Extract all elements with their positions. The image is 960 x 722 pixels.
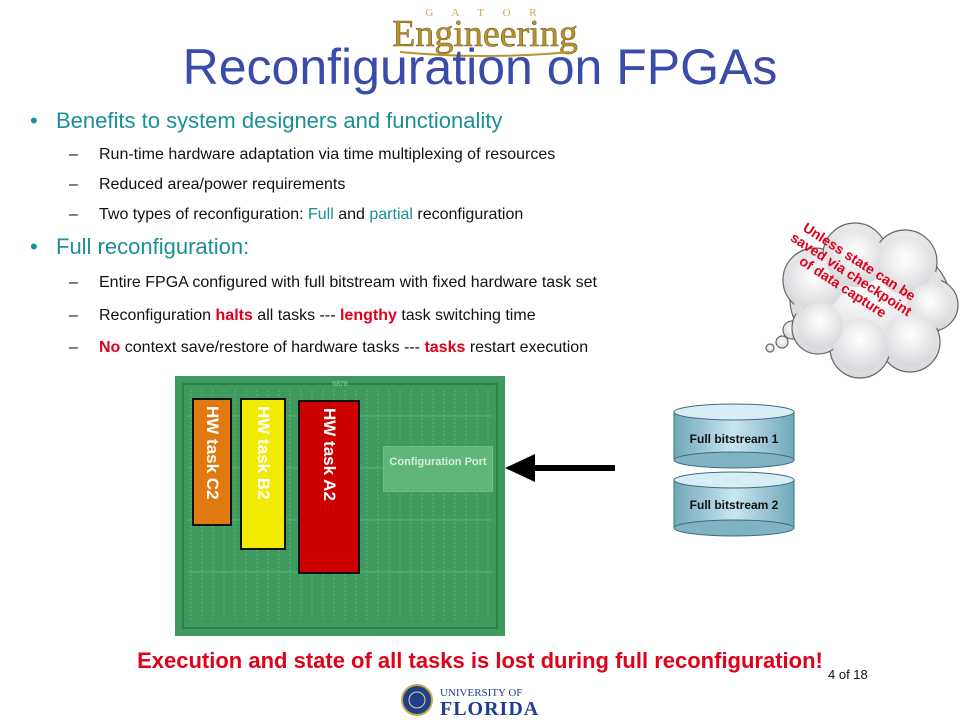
sub-bullet: –Reconfiguration halts all tasks --- len…	[69, 307, 536, 324]
bitstream-cylinder-1	[672, 402, 796, 477]
hw-task-b2: HW task B2	[240, 398, 286, 550]
seal-icon	[401, 684, 433, 716]
sub-bullet-text: all tasks ---	[252, 307, 340, 324]
sub-bullet-text: tasks	[424, 339, 466, 356]
logo-line2: FLORIDA	[440, 698, 539, 717]
sub-bullet-text: context save/restore of hardware tasks -…	[120, 339, 425, 356]
sub-bullet-text: No	[99, 339, 121, 356]
sub-bullet-text: restart execution	[465, 339, 589, 356]
configuration-port: Configuration Port	[383, 446, 493, 492]
chip-label: 6878	[332, 381, 348, 388]
sub-bullet: –No context save/restore of hardware tas…	[69, 339, 589, 356]
gator-engineering-logo: G A T O R Engineering	[380, 2, 590, 58]
sub-bullet: –Entire FPGA configured with full bitstr…	[69, 274, 597, 291]
conclusion-text: Execution and state of all tasks is lost…	[137, 648, 823, 673]
logo-line1: UNIVERSITY OF	[440, 687, 522, 699]
sub-bullet-text: and	[333, 206, 370, 223]
sub-bullet-text: lengthy	[339, 307, 397, 324]
page-title: Reconfiguration on FPGAs	[182, 39, 778, 95]
bullet-text: Benefits to system designers and functio…	[56, 108, 503, 133]
sub-bullet-text: Entire FPGA configured with full bitstre…	[99, 274, 597, 291]
sub-bullet: –Reduced area/power requirements	[69, 176, 346, 193]
hw-task-c2: HW task C2	[192, 398, 232, 526]
sub-bullet-text: Reduced area/power requirements	[99, 176, 346, 193]
bitstream-label-1: Full bitstream 1	[689, 432, 779, 446]
sub-bullet-text: Two types of reconfiguration:	[99, 206, 308, 223]
sub-bullet-text: Run-time hardware adaptation via time mu…	[99, 146, 556, 163]
logo-top-main: Engineering	[392, 13, 578, 55]
university-of-florida-logo: UNIVERSITY OF FLORIDA	[400, 683, 570, 720]
sub-bullet-text: reconfiguration	[412, 206, 524, 223]
bitstream-label-2: Full bitstream 2	[689, 498, 779, 512]
bullet-benefits: •Benefits to system designers and functi…	[30, 108, 503, 133]
sub-bullet-text: Reconfiguration	[99, 307, 216, 324]
bullet-text: Full reconfiguration:	[56, 234, 250, 259]
page-number: 4 of 18	[828, 667, 868, 682]
bullet-full-reconfiguration: •Full reconfiguration:	[30, 234, 250, 259]
hw-task-a2: HW task A2	[298, 400, 360, 574]
bitstream-cylinder-2	[672, 470, 796, 545]
thought-cloud	[760, 220, 960, 385]
sub-bullet: –Two types of reconfiguration: Full and …	[69, 206, 524, 223]
sub-bullet-text: Full	[308, 206, 334, 223]
sub-bullet-text: halts	[215, 307, 253, 324]
sub-bullet-text: partial	[369, 206, 413, 223]
sub-bullet: –Run-time hardware adaptation via time m…	[69, 146, 556, 163]
logo-top-small: G A T O R	[425, 7, 544, 19]
arrow-left-icon	[505, 450, 617, 491]
sub-bullet-text: task switching time	[396, 307, 536, 324]
